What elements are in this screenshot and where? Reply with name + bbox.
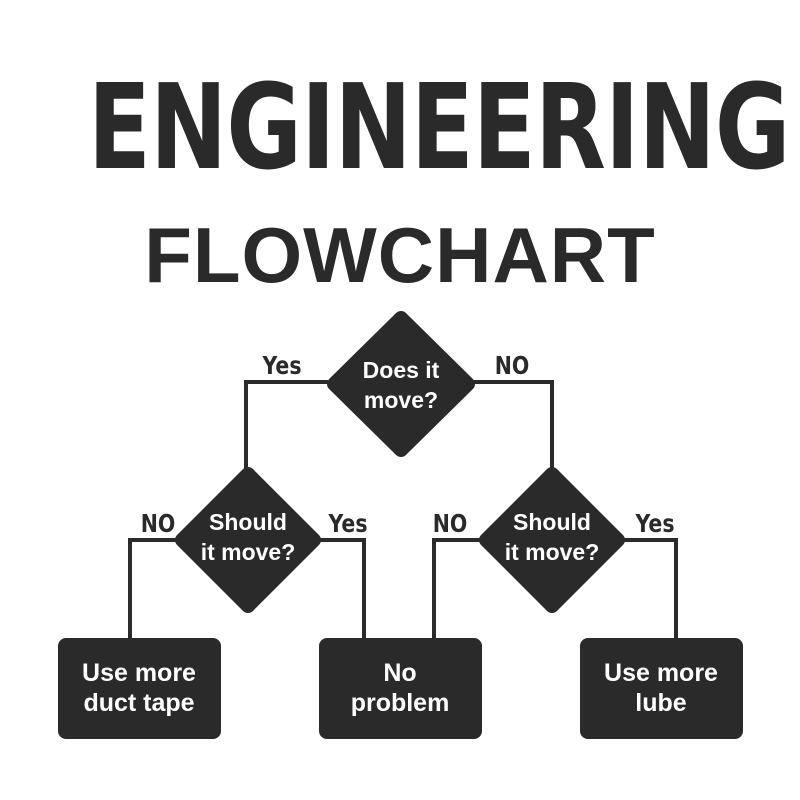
edge-moves-yes: [244, 380, 328, 468]
outcome-no-problem-box: [319, 638, 482, 739]
edge-label-left-no: NO: [141, 510, 176, 538]
edge-label-right-no: NO: [433, 510, 468, 538]
outcome-duct-tape-box: [58, 638, 221, 739]
outcome-lube-line2: lube: [635, 689, 686, 717]
edge-label-left-yes: Yes: [328, 510, 368, 538]
edge-left-yes: [320, 538, 366, 640]
edge-label-moves-yes: Yes: [262, 352, 302, 380]
connector-lines: [128, 380, 678, 640]
edge-moves-no: [474, 380, 554, 468]
edge-right-yes: [624, 538, 678, 640]
edge-label-right-yes: Yes: [635, 510, 675, 538]
title-flowchart: FLOWCHART: [144, 211, 656, 299]
decision-should-it-move-left: [175, 467, 321, 613]
outcome-duct-tape-line2: duct tape: [83, 689, 194, 717]
decision-right-line1: Should: [513, 509, 591, 535]
decision-left-line1: Should: [209, 509, 287, 535]
decision-does-it-move: [327, 311, 475, 457]
edge-label-moves-no: NO: [495, 352, 530, 380]
decision-does-it-move-line1: Does it: [363, 357, 440, 383]
decision-right-line2: it move?: [505, 539, 600, 565]
decision-should-it-move-right: [479, 467, 625, 613]
outcome-no-problem-line2: problem: [351, 689, 450, 717]
decision-does-it-move-line2: move?: [364, 387, 438, 413]
outcome-lube-line1: Use more: [604, 659, 718, 687]
decision-left-line2: it move?: [201, 539, 296, 565]
edge-left-no: [128, 538, 176, 640]
outcome-lube-box: [580, 638, 743, 739]
title-engineering: ENGINEERING: [88, 58, 790, 196]
outcome-duct-tape-line1: Use more: [82, 659, 196, 687]
outcome-no-problem-line1: No: [383, 659, 416, 687]
edge-right-no: [432, 538, 480, 640]
